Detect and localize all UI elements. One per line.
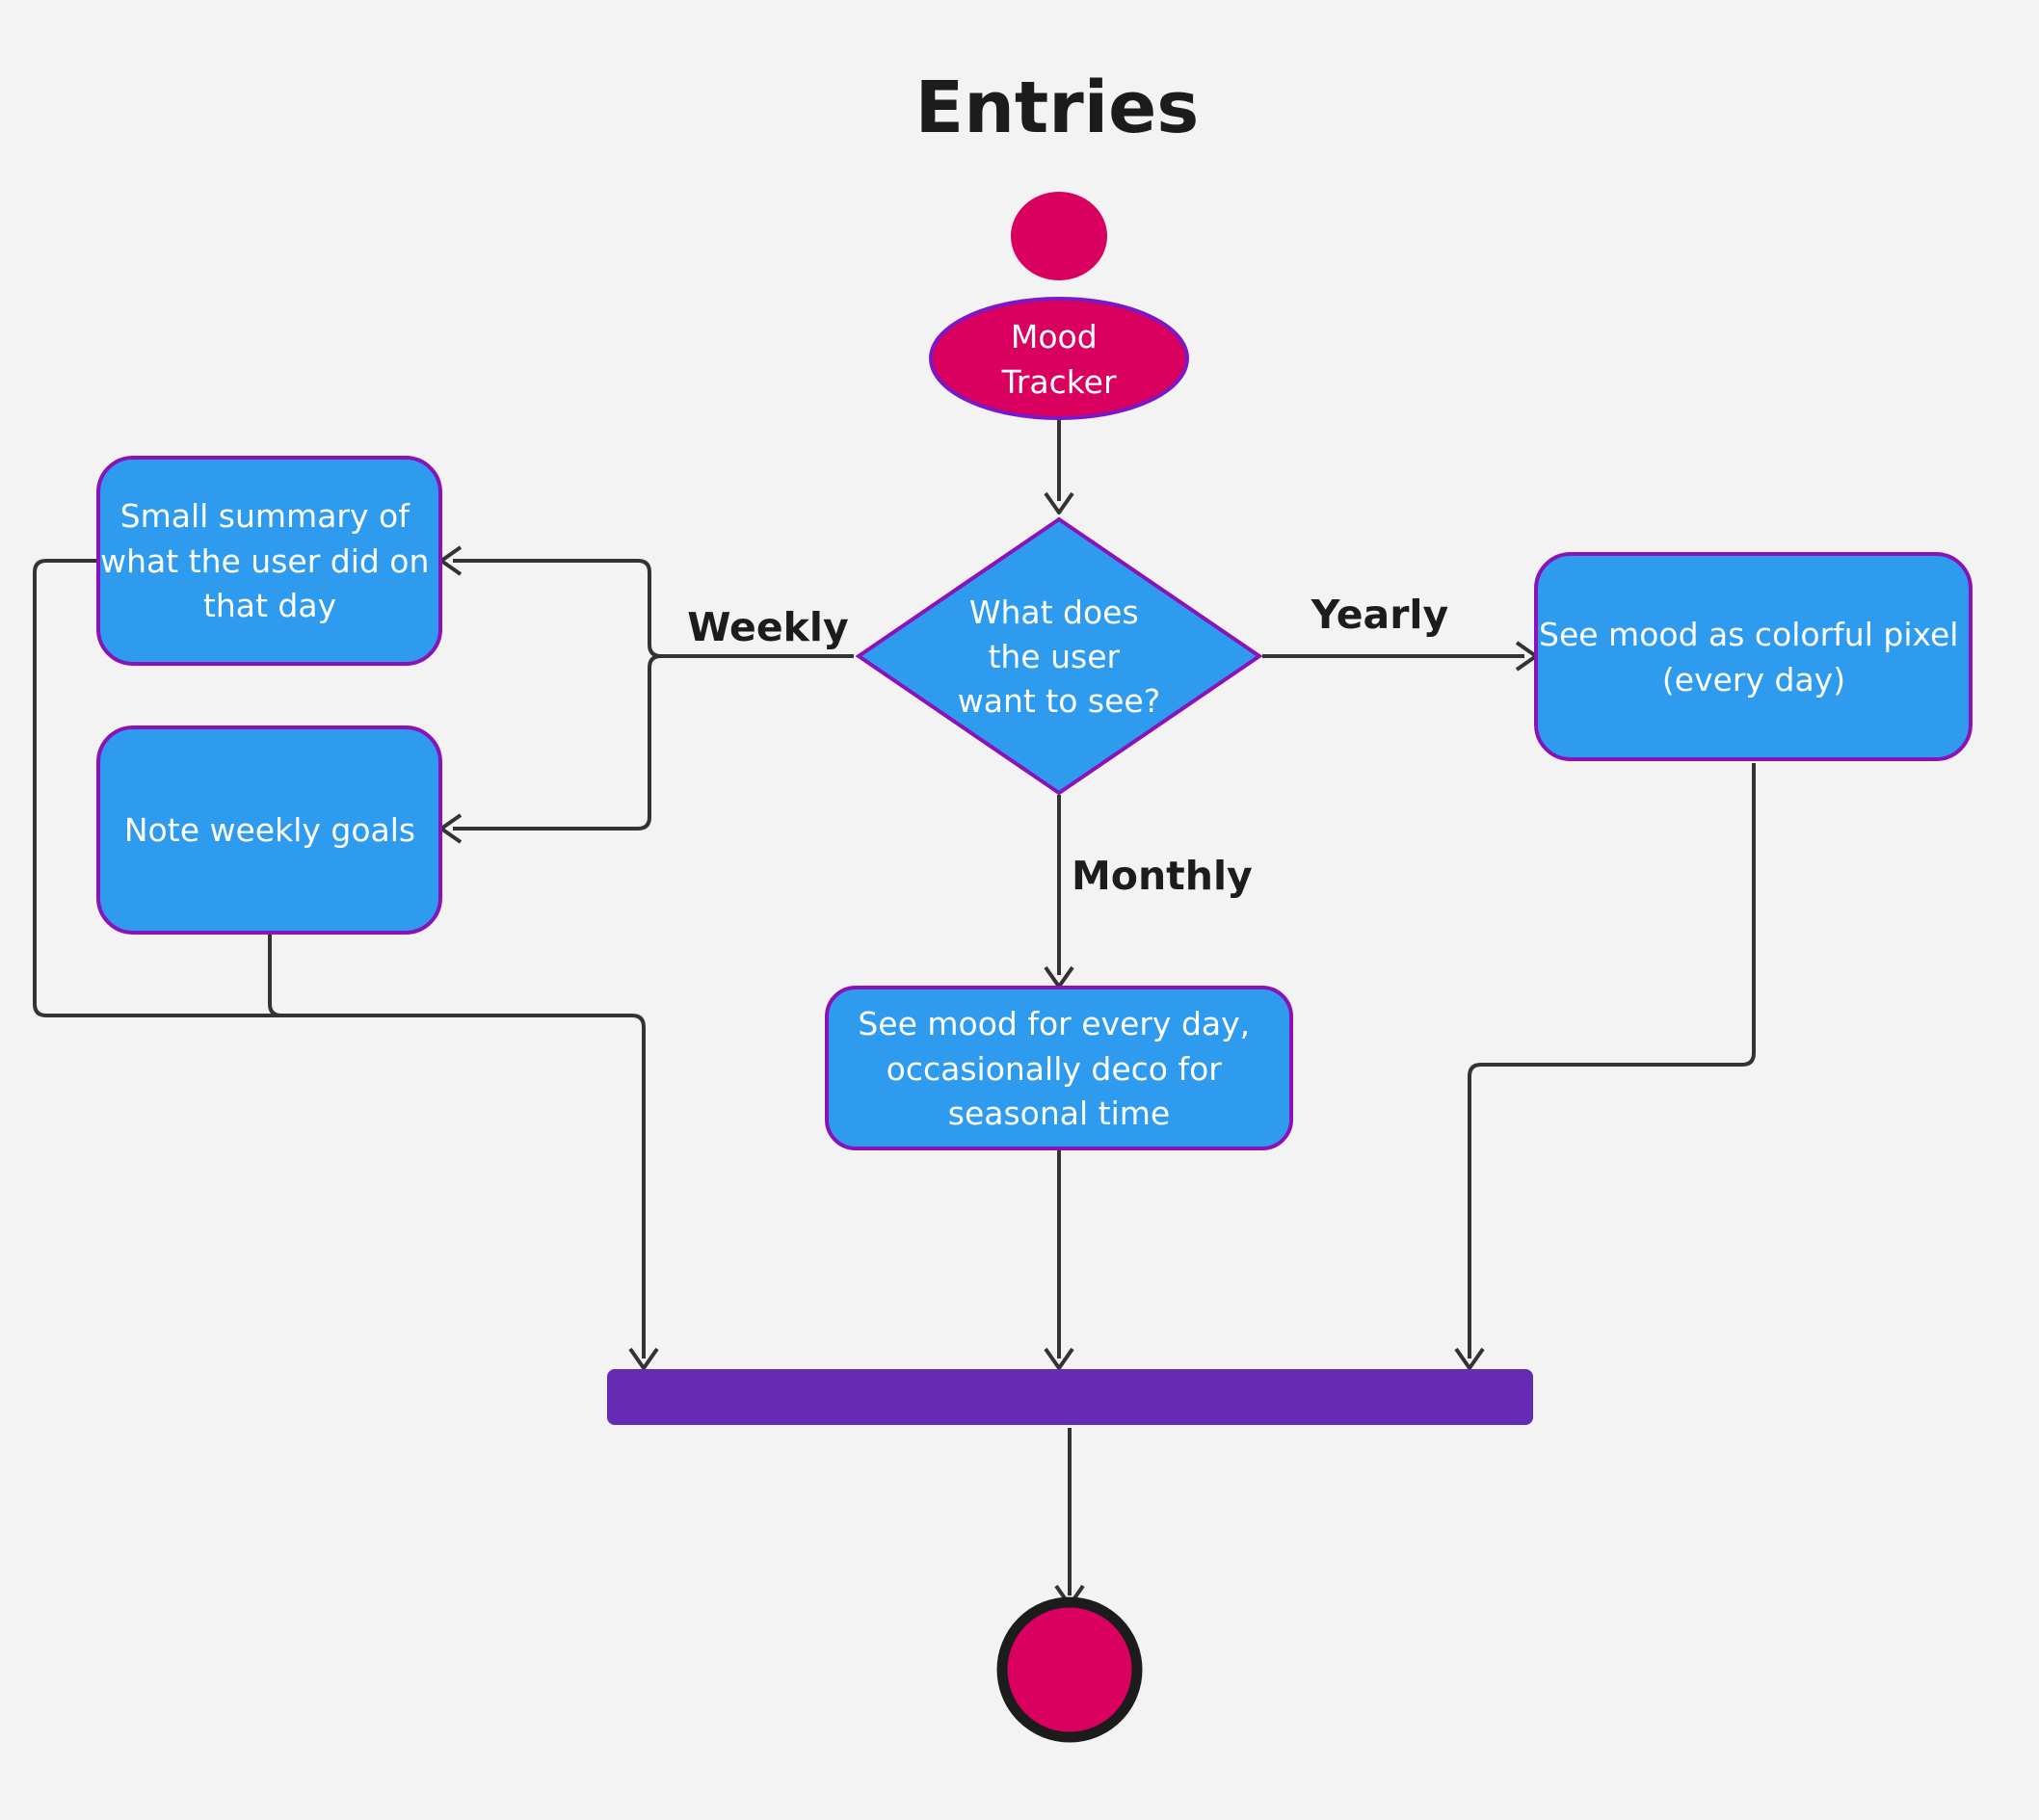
yearly-view-node: See mood as colorful pixel (every day) (1534, 552, 1973, 761)
svg-text:See mood as colorful pixel: See mood as colorful pixel (every day) (1539, 616, 1969, 699)
svg-text:What does the user: What does the user want to see? (958, 593, 1161, 720)
svg-text:Mood Tracker: Mood Tracker (1000, 318, 1116, 401)
arrowhead-decision (1044, 491, 1074, 514)
edge-label-yearly: Yearly (1311, 592, 1448, 638)
monthly-view-line-1: See mood for every day, (858, 1005, 1250, 1042)
final-node (996, 1596, 1143, 1743)
edge-label-weekly: Weekly (687, 604, 848, 650)
decision-label-line-3: want to see? (958, 682, 1161, 720)
monthly-view-node: See mood for every day, occasionally dec… (825, 986, 1293, 1150)
svg-text:Small summary of what th: Small summary of what the user did on th… (100, 497, 439, 624)
edge-yearly-to-bar (1468, 763, 1756, 1358)
daily-summary-line-2: what the user did on (100, 542, 429, 580)
edge-goals-to-bar (268, 933, 282, 1017)
edge-label-monthly: Monthly (1072, 853, 1253, 899)
svg-text:See mood for every day,: See mood for every day, occasionally dec… (858, 1005, 1259, 1132)
yearly-view-line-2: (every day) (1662, 661, 1845, 699)
monthly-view-line-2: occasionally deco for (887, 1050, 1223, 1088)
mood-tracker-label-line-1: Mood (1011, 318, 1098, 356)
join-bar (607, 1369, 1533, 1425)
weekly-goals-line-1: Note weekly goals (124, 811, 415, 849)
arrowhead-bar-center (1044, 1347, 1074, 1370)
arrowhead-bar-right (1454, 1347, 1485, 1370)
svg-text:Note weekly goals: Note weekly goals (124, 811, 415, 849)
initial-node (1011, 192, 1107, 280)
decision-node: What does the user want to see? (855, 516, 1263, 796)
arrowhead-bar-left (628, 1347, 659, 1370)
edge-weekly-to-summary (453, 559, 662, 658)
monthly-view-line-3: seasonal time (948, 1095, 1170, 1132)
daily-summary-line-3: that day (203, 587, 336, 624)
daily-summary-node: Small summary of what the user did on th… (96, 456, 442, 666)
decision-label-line-2: the user (988, 638, 1120, 675)
mood-tracker-label-line-2: Tracker (1000, 363, 1116, 401)
mood-tracker-node: Mood Tracker (929, 297, 1189, 420)
weekly-goals-node: Note weekly goals (96, 725, 442, 935)
edge-weekly-branch (453, 654, 854, 831)
diagram-title: Entries (915, 66, 1200, 149)
daily-summary-line-1: Small summary of (120, 497, 411, 535)
yearly-view-line-1: See mood as colorful pixel (1539, 616, 1958, 653)
connectors (33, 418, 1756, 1607)
edge-summary-to-bar (33, 559, 646, 1358)
decision-label-line-1: What does (969, 593, 1139, 631)
